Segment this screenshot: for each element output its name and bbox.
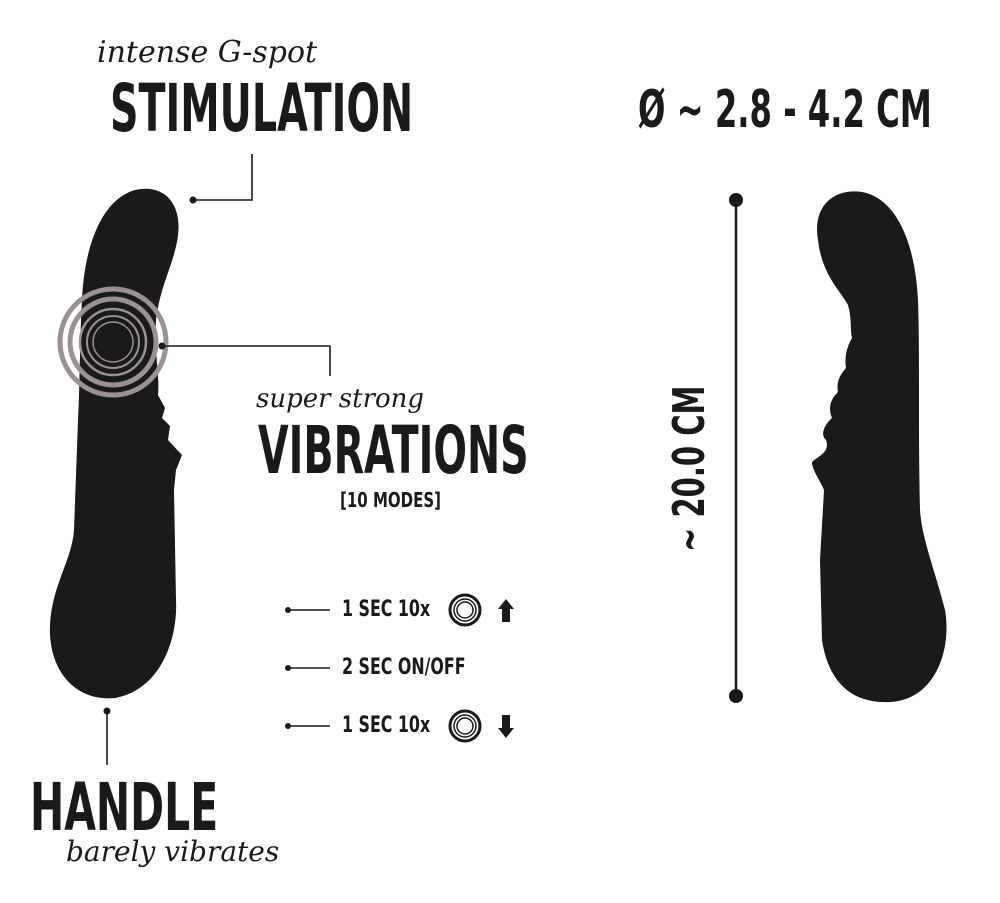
mode-item: 1 SEC 10x	[342, 713, 431, 738]
vibration-rings-icon	[448, 709, 482, 743]
stimulation-script-label: intense G-spot	[97, 35, 318, 70]
vibration-rings-icon	[448, 593, 482, 627]
diameter-label: Ø ~ 2.8 - 4.2 CM	[638, 80, 932, 140]
arrow-down-icon	[498, 715, 514, 738]
length-measure-line	[729, 193, 743, 703]
handle-title: HANDLE	[30, 769, 219, 846]
vibrations-title: VIBRATIONS	[258, 412, 529, 489]
connector-handle	[103, 707, 111, 765]
vibration-rings-large	[57, 286, 169, 398]
vibrations-script-label: super strong	[256, 384, 425, 414]
mode-item: 2 SEC ON/OFF	[342, 655, 466, 680]
stimulation-title: STIMULATION	[110, 70, 414, 147]
handle-script-label: barely vibrates	[66, 835, 280, 868]
vibrations-subtitle: [10 MODES]	[340, 488, 441, 512]
length-label: ~ 20.0 CM	[664, 385, 715, 552]
mode-bullets	[285, 607, 330, 729]
connector-vibrations	[158, 342, 331, 376]
connector-stimulation	[189, 154, 253, 204]
mode-item: 1 SEC 10x	[342, 597, 431, 622]
product-silhouette-side	[812, 191, 947, 703]
product-silhouette-front	[49, 188, 182, 699]
arrow-up-icon	[498, 599, 514, 622]
